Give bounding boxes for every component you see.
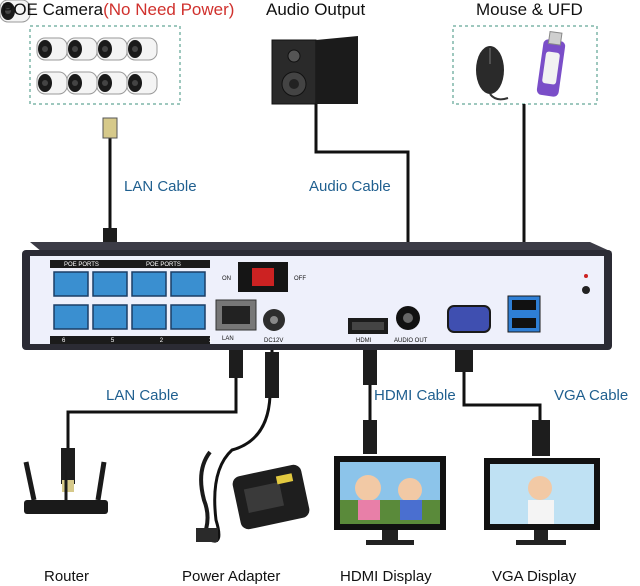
hdmi-display-icon <box>334 456 446 545</box>
poe-cameras <box>0 0 158 95</box>
poe-ports-label-left: POE PORTS <box>64 262 99 268</box>
switch-on-label: ON <box>222 276 231 282</box>
mouse-ufd-box <box>452 25 598 105</box>
mouse-ufd-title: Mouse & UFD <box>476 0 583 19</box>
hdmi-cable-label: HDMI Cable <box>374 387 456 404</box>
poe-camera-title-text: POE Camera <box>2 0 104 19</box>
router-icon <box>23 461 108 514</box>
hdmi-display-label: HDMI Display <box>340 568 432 585</box>
audio-output-title: Audio Output <box>266 0 366 19</box>
panel-printed-text: POE PORTS POE PORTS <box>64 262 181 268</box>
power-adapter-icon <box>196 450 310 542</box>
audio-out-label: AUDIO OUT <box>394 338 428 344</box>
audio-cable-label: Audio Cable <box>309 178 391 195</box>
usb-drive-icon <box>536 30 566 97</box>
mouse-icon <box>476 46 509 101</box>
poe-ports-label-right: POE PORTS <box>146 262 181 268</box>
camera-group-box <box>29 25 181 105</box>
hdmi-port-label: HDMI <box>356 338 372 344</box>
port-number: 1 <box>208 338 212 344</box>
switch-off-label: OFF <box>294 276 306 282</box>
lan-port-label: LAN <box>222 336 234 342</box>
power-adapter-label: Power Adapter <box>182 568 281 585</box>
lan-cable-top-label: LAN Cable <box>124 178 197 195</box>
poe-camera-title: POE Camera(No Need Power) <box>2 1 234 18</box>
router-label: Router <box>44 568 90 585</box>
port-number: 2 <box>159 338 164 344</box>
port-number: 6 <box>62 338 66 344</box>
port-number: 5 <box>110 338 115 344</box>
dc-in-label: DC12V <box>264 338 283 344</box>
nvr-recorder <box>22 242 612 350</box>
poe-no-power-note: (No Need Power) <box>103 0 235 19</box>
lan-cable-bottom-label: LAN Cable <box>106 387 179 404</box>
vga-cable-label: VGA Cable <box>554 387 629 404</box>
port-number-row: 6 5 2 1 <box>62 338 212 344</box>
vga-display-icon <box>484 458 600 545</box>
speaker-icon <box>271 36 358 105</box>
vga-display-label: VGA Display <box>492 568 577 585</box>
panel-printed-text-dark: ON OFF LAN DC12V HDMI AUDIO OUT <box>222 276 428 344</box>
